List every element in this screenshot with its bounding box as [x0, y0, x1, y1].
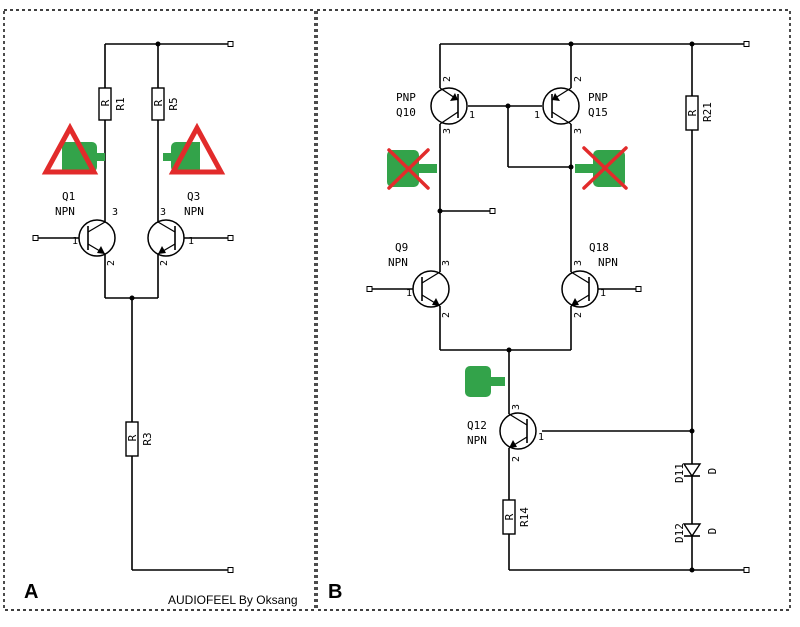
svg-text:3: 3	[441, 260, 452, 266]
x-cross-icon	[575, 146, 628, 190]
svg-text:2: 2	[442, 76, 453, 82]
svg-text:3: 3	[442, 128, 453, 134]
panel-b-label: B	[328, 581, 342, 603]
svg-text:2: 2	[159, 260, 170, 266]
resistor-r21: R R21	[685, 95, 714, 131]
svg-text:3: 3	[573, 128, 584, 134]
transistor-name-label: Q9	[395, 241, 408, 254]
panel-b-circuit	[366, 41, 750, 573]
terminal	[635, 286, 642, 292]
diode-name-label: D12	[673, 523, 686, 543]
probe-marker	[465, 366, 505, 397]
svg-text:3: 3	[112, 207, 118, 218]
transistor-name-label: Q12	[467, 419, 487, 432]
svg-text:2: 2	[573, 312, 584, 318]
terminal	[227, 41, 234, 47]
transistor-q12: 1 3 2 Q12 NPN	[467, 404, 544, 462]
resistor-name-label: R14	[518, 507, 531, 527]
transistor-name-label: Q15	[588, 106, 608, 119]
transistor-name-label: Q1	[62, 190, 75, 203]
transistor-type-label: NPN	[598, 256, 618, 269]
resistor-type-label: R	[686, 109, 699, 116]
diode-type-label: D	[706, 468, 719, 475]
transistor-q1: 1 3 2 Q1 NPN	[55, 190, 118, 266]
terminal	[32, 235, 39, 241]
resistor-type-label: R	[152, 99, 165, 106]
svg-text:1: 1	[538, 432, 544, 443]
resistor-r5: R R5	[151, 87, 180, 121]
transistor-name-label: Q3	[187, 190, 200, 203]
transistor-q10: 1 2 3 PNP Q10	[396, 76, 475, 134]
terminal	[743, 41, 750, 47]
svg-text:1: 1	[406, 288, 412, 299]
terminal	[489, 208, 496, 214]
diode-d12: D12 D	[673, 523, 719, 543]
terminal	[366, 286, 373, 292]
terminal	[227, 567, 234, 573]
warning-triangle-icon	[163, 122, 226, 175]
svg-text:1: 1	[188, 236, 194, 247]
warning-triangle-icon	[41, 122, 105, 175]
svg-text:3: 3	[511, 404, 522, 410]
svg-text:2: 2	[106, 260, 117, 266]
resistor-name-label: R21	[701, 102, 714, 122]
transistor-q18: 1 3 2 Q18 NPN	[561, 241, 618, 318]
terminal	[743, 567, 750, 573]
resistor-type-label: R	[503, 513, 516, 520]
svg-text:1: 1	[72, 236, 78, 247]
svg-text:2: 2	[441, 312, 452, 318]
transistor-type-label: NPN	[467, 434, 487, 447]
transistor-q3: 1 3 2 Q3 NPN	[147, 190, 204, 266]
transistor-q9: 1 3 2 Q9 NPN	[388, 241, 452, 318]
resistor-name-label: R5	[167, 97, 180, 110]
panel-a-circuit	[32, 41, 234, 573]
transistor-type-label: PNP	[588, 91, 608, 104]
transistor-name-label: Q18	[589, 241, 609, 254]
svg-text:2: 2	[511, 456, 522, 462]
transistor-type-label: PNP	[396, 91, 416, 104]
transistor-q15: 1 2 3 PNP Q15	[534, 76, 608, 134]
svg-text:3: 3	[573, 260, 584, 266]
diode-d11: D11 D	[673, 463, 719, 483]
resistor-name-label: R3	[141, 432, 154, 445]
resistor-type-label: R	[126, 434, 139, 441]
svg-text:1: 1	[469, 110, 475, 121]
resistor-name-label: R1	[114, 97, 127, 110]
resistor-r14: R R14	[502, 499, 531, 535]
panel-b-border	[316, 9, 791, 611]
author-credit: AUDIOFEEL By Oksang	[168, 593, 298, 607]
diode-type-label: D	[706, 528, 719, 535]
resistor-r1: R R1	[98, 87, 127, 121]
svg-text:2: 2	[573, 76, 584, 82]
x-cross-icon	[387, 148, 437, 190]
svg-text:3: 3	[160, 207, 166, 218]
transistor-type-label: NPN	[55, 205, 75, 218]
transistor-name-label: Q10	[396, 106, 416, 119]
resistor-type-label: R	[99, 99, 112, 106]
svg-text:1: 1	[600, 288, 606, 299]
resistor-r3: R R3	[125, 421, 154, 457]
diode-name-label: D11	[673, 463, 686, 483]
transistor-type-label: NPN	[184, 205, 204, 218]
panel-a-label: A	[24, 581, 38, 603]
transistor-type-label: NPN	[388, 256, 408, 269]
terminal	[227, 235, 234, 241]
svg-text:1: 1	[534, 110, 540, 121]
